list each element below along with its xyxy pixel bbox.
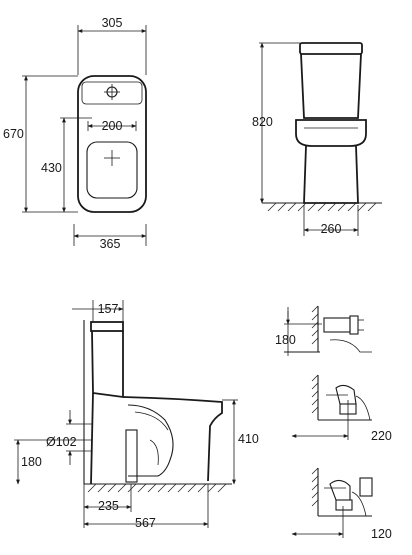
- side-view: 157 Ø102 180 410: [14, 300, 259, 530]
- total-depth-label: 567: [135, 516, 156, 530]
- outlet-connection-height-label: 410: [238, 432, 259, 446]
- outlet-diameter-label: Ø102: [46, 435, 77, 449]
- outlet-option-vertical-220: 220: [291, 374, 392, 443]
- top-base-width-label: 365: [100, 237, 121, 251]
- front-bowl-rim: [295, 119, 367, 147]
- vertical-outlet-distance-a-label: 220: [371, 429, 392, 443]
- front-base-width-label: 260: [321, 222, 342, 236]
- cistern-depth-label: 157: [98, 302, 119, 316]
- outlet-option-horizontal: 180: [275, 305, 372, 356]
- fixing-spacing-label: 200: [102, 119, 123, 133]
- side-outlet-pipe: [125, 429, 138, 483]
- top-body-outline: [77, 75, 147, 213]
- seat-outline: [86, 141, 138, 199]
- top-height-label: 670: [3, 127, 24, 141]
- outlet-distance-label: 235: [98, 499, 119, 513]
- front-view: 820 260: [252, 42, 382, 236]
- front-pedestal: [303, 145, 359, 204]
- front-cistern: [299, 42, 363, 55]
- horizontal-outlet-height-label: 180: [275, 333, 296, 347]
- top-view: 305 670 430 200 365: [3, 16, 147, 251]
- outlet-height-label: 180: [21, 455, 42, 469]
- side-bowl: [122, 396, 223, 482]
- side-cistern: [90, 321, 124, 332]
- outlet-option-vertical-120: 120: [291, 467, 392, 541]
- bowl-height-label: 430: [41, 161, 62, 175]
- vertical-outlet-distance-b-label: 120: [371, 527, 392, 541]
- top-width-label: 305: [102, 16, 123, 30]
- front-height-label: 820: [252, 115, 273, 129]
